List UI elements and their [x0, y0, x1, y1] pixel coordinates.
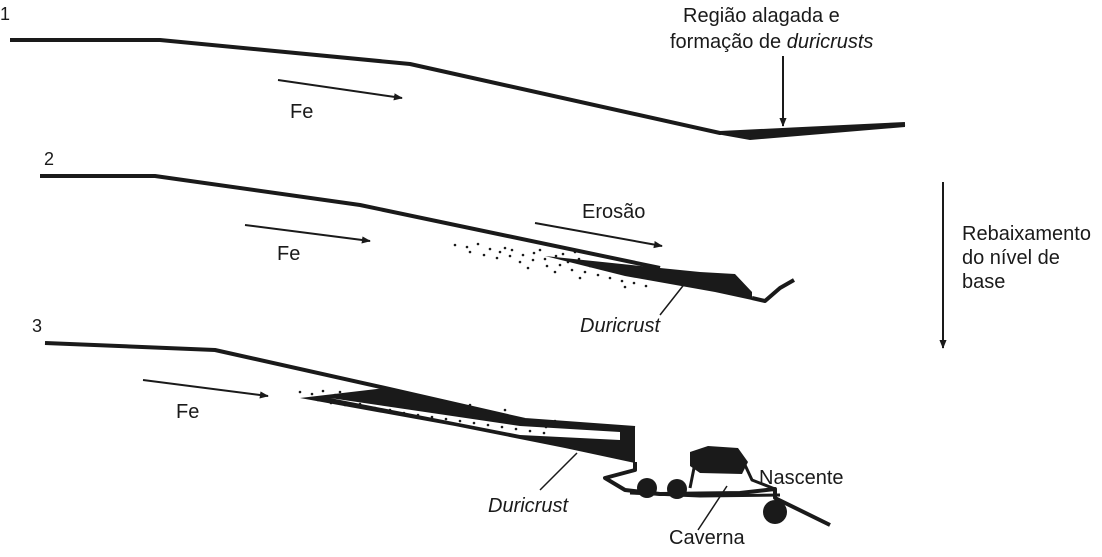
- stage-3-duricrust-pointer: [540, 453, 577, 490]
- base-level-line3: base: [962, 271, 1005, 293]
- stage-1-number: 1: [0, 4, 10, 24]
- stage-1-fe-arrow: [278, 80, 402, 98]
- stage-2-fe-label: Fe: [277, 243, 300, 265]
- stage-1-annotation-line2: formação de duricrusts: [670, 31, 873, 53]
- stage-2-number: 2: [44, 149, 54, 169]
- stage-3-fe-arrow: [143, 380, 268, 396]
- stage-1-surface: [10, 40, 905, 133]
- stage-3-boulder-3: [763, 500, 787, 524]
- stage-3-block: [690, 446, 748, 474]
- stage-2-erosion-arrow: [535, 223, 662, 246]
- stage-3-cave-label: Caverna: [669, 527, 745, 549]
- base-level-line2: do nível de: [962, 247, 1060, 269]
- stage-3-fe-label: Fe: [176, 401, 199, 423]
- stage-2-duricrust-pointer: [660, 282, 686, 315]
- stage-3-spring-label: Nascente: [759, 467, 844, 489]
- stage-2-erosion-label: Erosão: [582, 201, 645, 223]
- stage-2: 2 Fe Erosão Duricrust: [40, 149, 794, 337]
- stage-1-annotation-italic: duricrusts: [787, 31, 874, 53]
- stage-1-annotation-prefix: formação de: [670, 31, 787, 53]
- stage-2-duricrust-label: Duricrust: [580, 315, 661, 337]
- base-level-annotation: Rebaixamento do nível de base: [943, 182, 1091, 348]
- stage-2-duricrust: [545, 256, 752, 300]
- stage-3: 3 Fe Duricrust Caverna Nascente: [32, 316, 844, 549]
- stage-3-number: 3: [32, 316, 42, 336]
- stage-1: 1 Fe Região alagada e formação de duricr…: [0, 4, 905, 140]
- stage-2-valley: [752, 280, 794, 301]
- stage-2-surface: [40, 176, 660, 268]
- stage-3-boulder-2: [667, 479, 687, 499]
- stage-3-surface: [45, 343, 635, 428]
- stage-3-duricrust: [300, 388, 635, 463]
- stage-3-boulder-1: [637, 478, 657, 498]
- base-level-line1: Rebaixamento: [962, 223, 1091, 245]
- stage-3-duricrust-label: Duricrust: [488, 495, 569, 517]
- stage-1-annotation-line1: Região alagada e: [683, 5, 840, 27]
- stage-2-fe-arrow: [245, 225, 370, 241]
- stage-1-fe-label: Fe: [290, 101, 313, 123]
- stage-1-duricrust: [720, 123, 905, 140]
